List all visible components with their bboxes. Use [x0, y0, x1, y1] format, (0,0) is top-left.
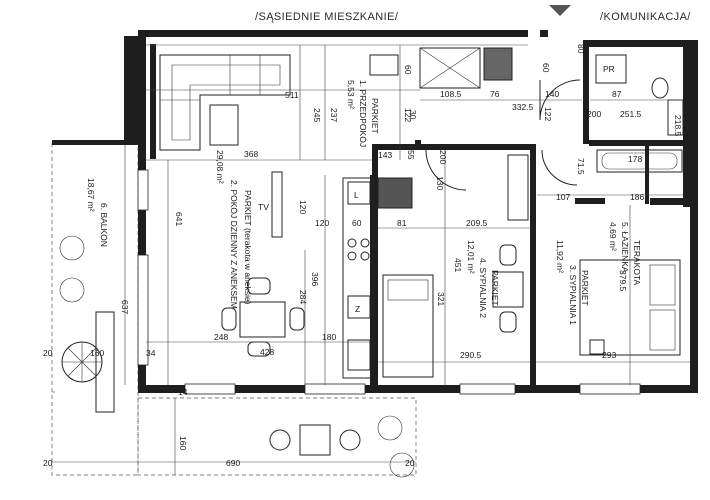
dim-200-top: 200 [587, 109, 601, 119]
dim-130: 130 [435, 176, 445, 190]
dimension-lines [52, 44, 690, 475]
dim-160-bottom: 160 [178, 436, 188, 450]
bedroom-1-name: 3. SYPIALNIA 1 [568, 265, 578, 325]
dim-180: 180 [322, 332, 336, 342]
dim-321: 321 [436, 292, 446, 306]
room-labels: 2. POKÓJ DZIENNY Z ANEKSEM 29,08 m² PARK… [86, 80, 642, 325]
corridor-label: /KOMUNIKACJA/ [600, 11, 691, 23]
dim-160-balcony: 160 [90, 348, 104, 358]
bathroom-area: 4,69 m² [608, 222, 618, 251]
neighbor-apartment-label: /SĄSIEDNIE MIESZKANIE/ [255, 11, 399, 23]
living-room-area: 29,08 m² [215, 150, 225, 184]
dim-332-5: 332.5 [512, 102, 534, 112]
hall-name: 1. PRZEDPOKÓJ [358, 80, 368, 147]
dim-251-5: 251.5 [620, 109, 642, 119]
bedroom-2-floor: PARKIET [490, 270, 500, 306]
living-room-name: 2. POKÓJ DZIENNY Z ANEKSEM [229, 180, 239, 309]
dimension-texts: 511 368 245 237 60 122 108.5 76 332.5 14… [43, 44, 683, 468]
dim-368: 368 [244, 149, 258, 159]
dim-186: 186 [630, 192, 644, 202]
tv-label: TV [258, 202, 269, 212]
dim-87: 87 [612, 89, 622, 99]
dim-55: 55 [406, 150, 416, 160]
hall-floor: PARKIET [370, 98, 380, 134]
washer-label: PR [603, 64, 615, 74]
dim-641: 641 [174, 212, 184, 226]
dining-table [221, 277, 305, 357]
dim-293: 293 [602, 350, 616, 360]
dim-71-5: 71.5 [576, 158, 586, 175]
dim-20-bottom: 20 [405, 458, 415, 468]
walls [52, 30, 698, 393]
dim-108-5: 108.5 [440, 89, 462, 99]
dim-120-h: 120 [315, 218, 329, 228]
hall-area: 5,53 m² [346, 80, 356, 109]
hall-wardrobe [369, 47, 513, 89]
dim-107: 107 [556, 192, 570, 202]
dim-637: 637 [120, 300, 130, 314]
bathroom-fixtures: PR [595, 54, 684, 173]
dim-80: 80 [576, 44, 586, 54]
bedroom-2-name: 4. SYPIALNIA 2 [478, 258, 488, 318]
bedroom-2-furniture [382, 149, 529, 378]
living-room-floor: PARKIET (terakota w aneksie) [243, 190, 253, 305]
dishwasher-label: Z [355, 304, 360, 314]
dim-122-left: 122 [403, 108, 413, 122]
dim-178: 178 [628, 154, 642, 164]
dim-34: 34 [146, 348, 156, 358]
dim-379-5: 379.5 [618, 270, 628, 292]
dim-284: 284 [298, 290, 308, 304]
dim-237: 237 [329, 108, 339, 122]
sofa [159, 54, 291, 151]
dim-60-kitchen: 60 [352, 218, 362, 228]
dim-290-5: 290.5 [460, 350, 482, 360]
bedroom-2-area: 12,01 m² [466, 240, 476, 274]
dim-20-left: 20 [43, 348, 53, 358]
dim-245: 245 [312, 108, 322, 122]
balcony-area: 18,67 m² [86, 178, 96, 212]
dim-428: 428 [260, 347, 274, 357]
entrance-arrow-icon [549, 5, 571, 16]
dim-122-right: 122 [543, 107, 553, 121]
dim-209-5: 209.5 [466, 218, 488, 228]
balcony-furniture [59, 235, 415, 478]
bedroom-1-area: 11,92 m² [555, 240, 565, 273]
dim-143: 143 [378, 150, 392, 160]
dim-60-entry: 60 [541, 63, 551, 73]
windows [137, 169, 641, 395]
dim-218-5: 218.5 [673, 115, 683, 137]
dim-140: 140 [545, 89, 559, 99]
dim-200-bed: 200 [438, 150, 448, 164]
dim-396: 396 [310, 272, 320, 286]
dim-81: 81 [397, 218, 407, 228]
bathroom-floor: TERAKOTA [632, 240, 642, 286]
dim-248: 248 [214, 332, 228, 342]
dim-120-v: 120 [298, 200, 308, 214]
tv-unit: TV [258, 171, 283, 238]
fridge-label: L [354, 190, 359, 200]
bedroom-1-floor: PARKIET [580, 270, 590, 306]
dim-451: 451 [453, 258, 463, 272]
dim-690: 690 [226, 458, 240, 468]
balcony-name: 6. BALKON [99, 203, 109, 247]
dim-76: 76 [490, 89, 500, 99]
dim-14: 14 [178, 387, 188, 397]
bathroom-name: 5. ŁAZIENKA [620, 222, 630, 273]
kitchen-counter: L Z [342, 177, 413, 379]
dim-30: 30 [408, 110, 418, 120]
dim-60-top: 60 [403, 65, 413, 75]
dim-20-mid: 20 [43, 458, 53, 468]
dim-511: 511 [285, 90, 299, 100]
